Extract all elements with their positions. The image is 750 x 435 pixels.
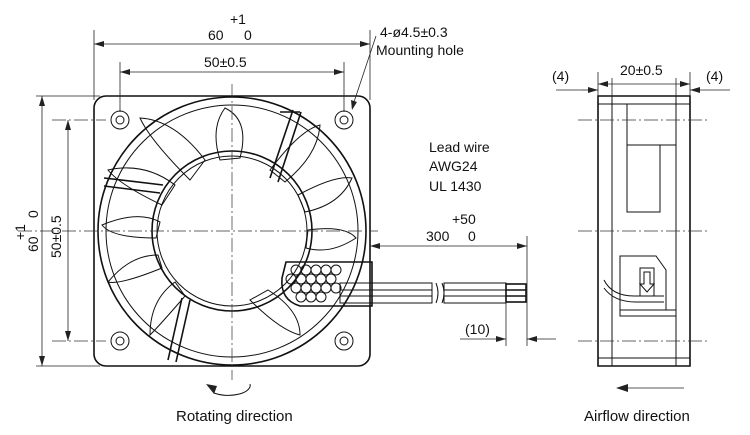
lead-wire-standard: UL 1430 [429, 178, 482, 194]
hole-pitch-dim: 50±0.5 [204, 54, 247, 70]
width-dim-tolerance: +1 [230, 11, 246, 27]
lead-wire-annotation: Lead wire AWG24 UL 1430 +50 300 0 (10) [370, 139, 556, 346]
side-right-gap-dim: (4) [706, 68, 723, 84]
mounting-hole-bottom-left [110, 331, 130, 351]
wire-length-tolerance: +50 [452, 211, 476, 227]
front-dimensions: +1 60 0 50±0.5 +1 60 0 50±0.5 4-ø4.5±0.3… [12, 11, 464, 425]
side-frame [597, 95, 691, 367]
side-dimensions: (4) 20±0.5 (4) Airflow direction [552, 62, 730, 425]
fan-struts [103, 109, 302, 363]
mounting-hole-spec: 4-ø4.5±0.3 [380, 24, 448, 40]
rotating-direction-label: Rotating direction [176, 408, 293, 425]
rotation-arrow [206, 383, 251, 396]
airflow-direction-label: Airflow direction [584, 408, 690, 425]
cable-guide [281, 261, 373, 307]
side-view [578, 95, 710, 392]
mounting-hole-top-right [334, 110, 354, 130]
lead-wire-title: Lead wire [429, 139, 490, 155]
wire-length-lower: 0 [468, 228, 476, 244]
width-dim-value: 60 [208, 27, 224, 43]
mounting-hole-label: Mounting hole [376, 42, 464, 58]
height-dim-lower: 0 [25, 210, 41, 218]
side-depth-dim: 20±0.5 [620, 62, 663, 78]
side-left-gap-dim: (4) [552, 68, 569, 84]
mounting-hole-bottom-right [334, 331, 354, 351]
height-dim-value: 60 [25, 236, 41, 252]
fan-venturi-inner [105, 104, 359, 358]
lead-wires [339, 282, 527, 304]
mounting-hole-top-left [110, 110, 130, 130]
front-view [18, 84, 527, 396]
lead-wire-gauge: AWG24 [429, 158, 478, 174]
fan-blades [101, 107, 357, 337]
airflow-arrow [616, 384, 684, 392]
wire-strip-dim: (10) [465, 321, 490, 337]
height-pitch-dim: 50±0.5 [48, 215, 64, 258]
width-dim-lower: 0 [244, 27, 252, 43]
wire-length-value: 300 [426, 228, 450, 244]
height-dim-tolerance: +1 [12, 224, 28, 240]
